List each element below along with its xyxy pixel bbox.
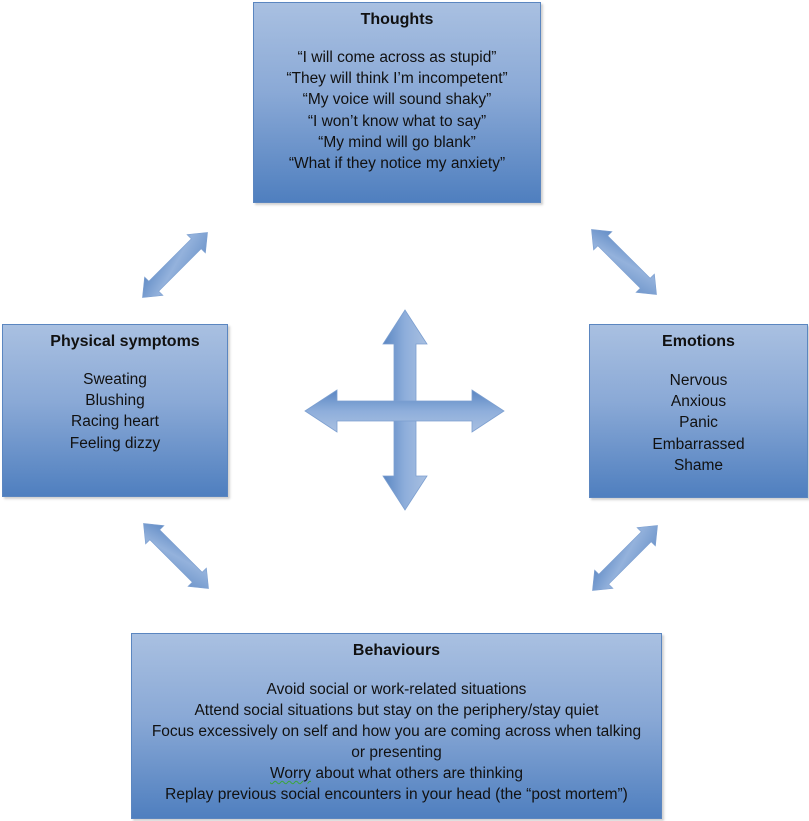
behaviour-item: Replay previous social encounters in you… — [165, 786, 628, 803]
spellcheck-underlined-word: Worry — [269, 765, 312, 782]
thought-item: “I won’t know what to say” — [307, 112, 487, 130]
behaviour-item: Focus excessively on self and how you ar… — [151, 723, 642, 740]
thought-item: “What if they notice my anxiety” — [288, 155, 506, 173]
behaviour-item: or presenting — [351, 744, 442, 761]
emotion-item: Nervous — [669, 372, 728, 389]
center-vertical-double-arrow-icon — [382, 309, 428, 511]
behaviour-item: Worry about what others are thinking — [132, 763, 661, 784]
center-horizontal-double-arrow-icon — [304, 389, 505, 433]
thought-item: “My mind will go blank” — [318, 133, 476, 151]
emotions-list: Nervous Anxious Panic Embarrassed Shame — [590, 370, 807, 476]
behaviour-item: Avoid social or work-related situations — [266, 681, 527, 698]
thoughts-list: “I will come across as stupid” “They wil… — [254, 47, 540, 174]
emotions-behaviours-double-arrow-icon — [592, 525, 658, 591]
physical-behaviours-double-arrow-icon — [143, 523, 209, 589]
emotion-item: Panic — [679, 414, 718, 432]
behaviours-box: Behaviours Avoid social or work-related … — [131, 633, 662, 819]
thoughts-box: Thoughts “I will come across as stupid” … — [253, 2, 541, 203]
physical-symptoms-box: Physical symptoms Sweating Blushing Raci… — [2, 324, 228, 497]
behaviour-item: Attend social situations but stay on the… — [194, 702, 599, 719]
physical-symptom-item: Feeling dizzy — [69, 434, 161, 452]
emotion-item: Shame — [673, 456, 724, 474]
physical-symptom-item: Racing heart — [71, 413, 159, 431]
behaviours-title: Behaviours — [352, 642, 441, 659]
physical-symptoms-list: Sweating Blushing Racing heart Feeling d… — [3, 369, 227, 454]
behaviours-list: Avoid social or work-related situations … — [132, 679, 661, 805]
emotion-item: Embarrassed — [652, 435, 745, 453]
thought-item: “They will think I’m incompetent” — [286, 70, 508, 88]
physical-symptom-item: Sweating — [83, 371, 147, 388]
thoughts-physical-double-arrow-icon — [142, 232, 208, 298]
physical-symptoms-title: Physical symptoms — [50, 333, 200, 350]
behaviour-item-rest: about what others are thinking — [311, 765, 523, 782]
thought-item: “I will come across as stupid” — [297, 49, 497, 66]
emotion-item: Anxious — [670, 393, 727, 411]
thoughts-emotions-double-arrow-icon — [591, 229, 657, 295]
emotions-title: Emotions — [662, 333, 735, 350]
thought-item: “My voice will sound shaky” — [302, 91, 492, 109]
thoughts-title: Thoughts — [360, 11, 434, 28]
emotions-box: Emotions Nervous Anxious Panic Embarrass… — [589, 324, 808, 498]
physical-symptom-item: Blushing — [85, 392, 145, 410]
